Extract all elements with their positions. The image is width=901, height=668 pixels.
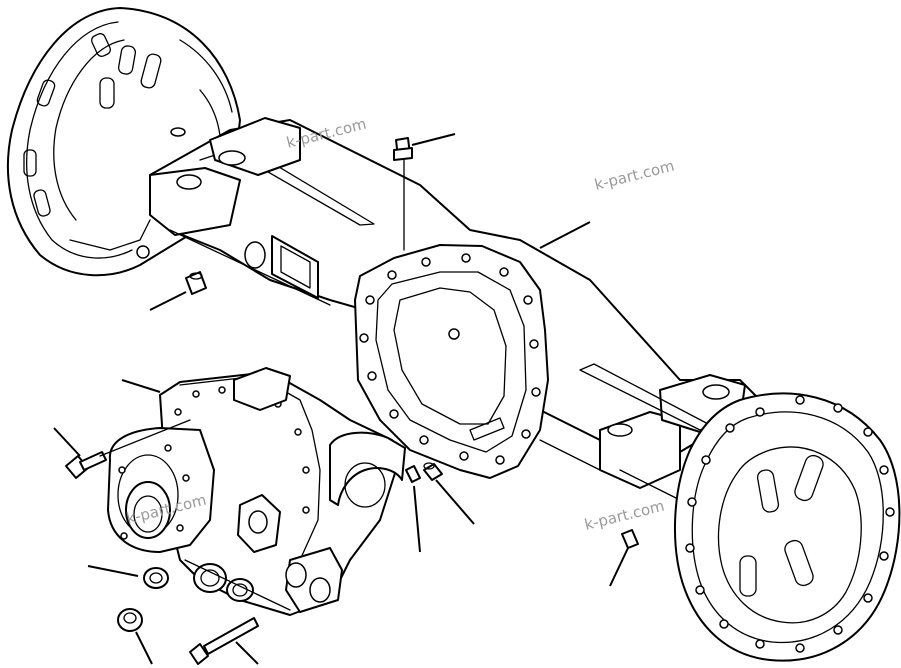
dowel-pin xyxy=(423,462,475,525)
differential-carrier xyxy=(107,367,406,616)
right-flange xyxy=(673,392,901,662)
plug-nut xyxy=(117,608,153,665)
carrier-leader xyxy=(121,379,161,393)
watermark: k-part.com xyxy=(593,157,677,194)
drain-plug xyxy=(149,271,207,311)
watermark: k-part.com xyxy=(583,497,667,534)
filler-plug xyxy=(609,529,639,587)
axle-housing-leader xyxy=(539,221,591,249)
carrier-bolt xyxy=(53,419,191,479)
stud xyxy=(405,465,421,553)
washer-nut xyxy=(87,565,169,589)
breather-plug xyxy=(393,133,456,251)
axle-housing xyxy=(149,117,761,501)
long-bolt xyxy=(189,617,259,665)
